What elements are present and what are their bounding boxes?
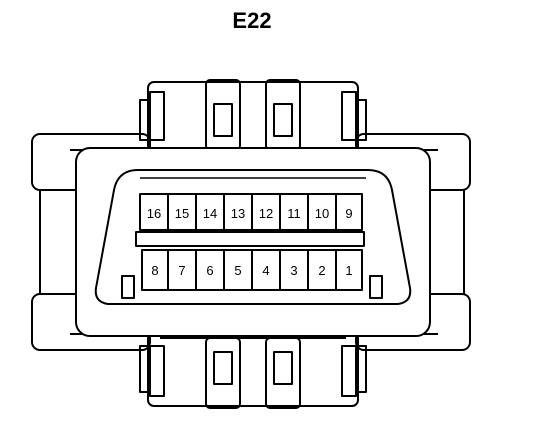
pin-label-14: 14 <box>203 206 217 221</box>
pin-label-1: 1 <box>345 263 352 278</box>
pin-label-11: 11 <box>287 206 301 221</box>
bottom-latch <box>139 331 367 409</box>
pin-label-2: 2 <box>318 263 325 278</box>
top-latch <box>139 79 367 157</box>
center-ridge <box>135 231 365 247</box>
pin-label-5: 5 <box>234 263 241 278</box>
pin-label-9: 9 <box>345 206 352 221</box>
pin-label-10: 10 <box>315 206 329 221</box>
connector-title: E22 <box>232 8 272 33</box>
bottom-pin-row <box>141 249 363 291</box>
top-pin-row <box>139 193 363 231</box>
pin-label-13: 13 <box>231 206 245 221</box>
pin-label-16: 16 <box>147 206 161 221</box>
right-key-slot <box>369 275 383 299</box>
pin-label-12: 12 <box>259 206 273 221</box>
pin-label-8: 8 <box>151 263 158 278</box>
left-key-slot <box>121 275 135 299</box>
pin-label-6: 6 <box>206 263 213 278</box>
pin-label-15: 15 <box>175 206 189 221</box>
pin-label-7: 7 <box>178 263 185 278</box>
pin-label-3: 3 <box>290 263 297 278</box>
pin-label-4: 4 <box>262 263 269 278</box>
